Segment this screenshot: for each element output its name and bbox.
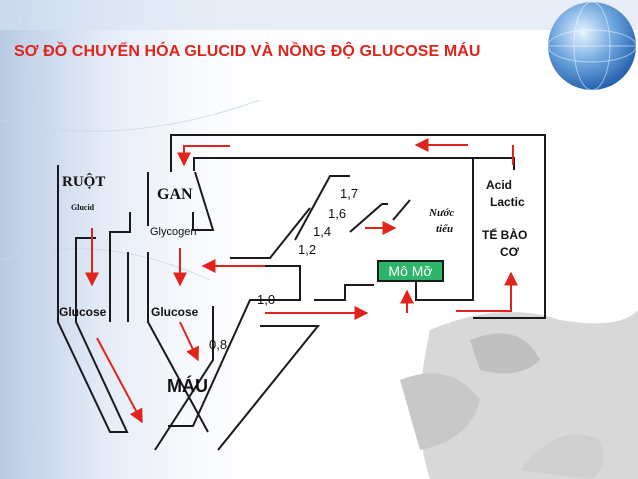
urine-label-2: tiểu: [436, 223, 454, 235]
level-label: 1,2: [298, 242, 317, 257]
level-label: 0,8: [209, 337, 228, 352]
glucid-label: Glucid: [71, 203, 95, 212]
muscle-label: CƠ: [500, 245, 519, 259]
level-label: 1,0: [257, 292, 276, 307]
glycogen-label: Glycogen: [150, 226, 197, 238]
acid-label: Acid: [486, 178, 513, 192]
level-label: 1,7: [340, 186, 359, 201]
adipose-tissue-box: Mô Mỡ: [377, 260, 444, 282]
ruot-label: RUỘT: [62, 174, 106, 190]
level-label: 1,4: [313, 224, 332, 239]
lactic-label: Lactic: [490, 195, 525, 209]
gan-label: GAN: [157, 186, 193, 203]
muscle-cell-label: TẾ BÀO: [482, 228, 528, 242]
level-label: 1,6: [328, 206, 347, 221]
hands-image: [400, 310, 638, 479]
glucose-intestine-label: Glucose: [59, 305, 107, 319]
glucose-liver-label: Glucose: [151, 305, 199, 319]
page-title: SƠ ĐỒ CHUYỂN HÓA GLUCID VÀ NỒNG ĐỘ GLUCO…: [14, 43, 481, 60]
blood-label: MÁU: [167, 376, 208, 396]
urine-label-1: Nước: [429, 207, 455, 219]
